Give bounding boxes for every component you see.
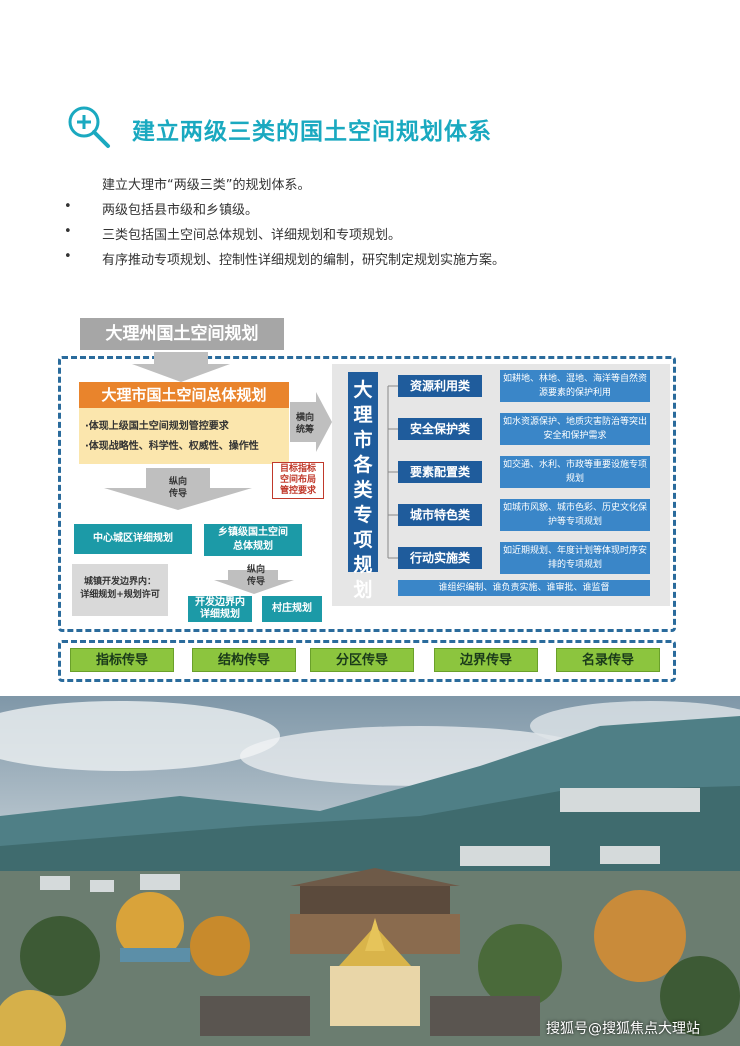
down-arrow-icon <box>132 352 230 382</box>
category-action: 行动实施类 <box>398 547 482 569</box>
master-plan-title: 大理市国土空间总体规划 <box>79 382 289 408</box>
category-resource: 资源利用类 <box>398 375 482 397</box>
category-desc: 如城市风貌、城市色彩、历史文化保护等专项规划 <box>500 499 650 531</box>
township-plan: 乡镇级国土空间总体规划 <box>204 524 302 556</box>
right-arrow-icon <box>290 392 332 452</box>
category-desc: 如耕地、林地、湿地、海洋等自然资源要素的保护利用 <box>500 370 650 402</box>
bullet-dot: • <box>64 224 72 239</box>
category-features: 城市特色类 <box>398 504 482 526</box>
village-plan: 村庄规划 <box>262 596 322 622</box>
transmission-zoning: 分区传导 <box>310 648 414 672</box>
bullet-dot: • <box>64 199 72 214</box>
page-title: 建立两级三类的国土空间规划体系 <box>132 119 492 145</box>
list-item: •两级包括县市级和乡镇级。 <box>64 199 259 218</box>
intro-text: 建立大理市“两级三类”的规划体系。 <box>102 178 311 193</box>
transmission-frame <box>58 640 676 682</box>
vertical-transmission-label: 纵向传导 <box>246 565 265 587</box>
category-desc: 如近期规划、年度计划等体现时序安排的专项规划 <box>500 542 650 574</box>
master-plan-line: ·体现上级国土空间规划管控要求 <box>85 421 229 432</box>
system-frame <box>58 356 676 632</box>
red-note: 目标指标空间布局管控要求 <box>272 462 324 499</box>
central-detail-plan: 中心城区详细规划 <box>74 524 192 554</box>
special-plans-title: 大理市 各类专 项规划 <box>348 372 378 601</box>
category-desc: 如交通、水利、市政等重要设施专项规划 <box>500 456 650 488</box>
planning-system-diagram: 大理州国土空间规划 大理市国土空间总体规划 ·体现上级国土空间规划管控要求 ·体… <box>58 318 678 688</box>
responsibility-bar: 谁组织编制、谁负责实施、谁审批、谁监督 <box>398 580 650 596</box>
horizontal-coordination-label: 横向统筹 <box>295 413 314 435</box>
category-safety: 安全保护类 <box>398 418 482 440</box>
down-arrow-icon <box>104 468 252 510</box>
list-item: •三类包括国土空间总体规划、详细规划和专项规划。 <box>64 224 402 243</box>
master-plan-box: 大理市国土空间总体规划 ·体现上级国土空间规划管控要求 ·体现战略性、科学性、权… <box>79 382 289 464</box>
city-mountain-illustration <box>0 696 740 1046</box>
watermark: 搜狐号@搜狐焦点大理站 <box>546 1021 700 1037</box>
bullet-list: •两级包括县市级和乡镇级。 •三类包括国土空间总体规划、详细规划和专项规划。 •… <box>64 199 505 274</box>
dev-boundary-detail-plan: 开发边界内详细规划 <box>188 596 252 622</box>
transmission-list: 名录传导 <box>556 648 660 672</box>
transmission-indicator: 指标传导 <box>70 648 174 672</box>
vertical-transmission-label: 纵向传导 <box>168 477 187 499</box>
bullet-dot: • <box>64 249 72 264</box>
transmission-boundary: 边界传导 <box>434 648 538 672</box>
search-icon <box>68 106 110 148</box>
flow-arrows <box>104 352 332 594</box>
list-item: •有序推动专项规划、控制性详细规划的编制，研究制定规划实施方案。 <box>64 249 506 268</box>
landscape-photo: 搜狐号@搜狐焦点大理站 <box>0 696 740 1046</box>
down-arrow-icon <box>214 570 294 594</box>
category-elements: 要素配置类 <box>398 461 482 483</box>
prefecture-plan-banner: 大理州国土空间规划 <box>80 318 284 350</box>
master-plan-line: ·体现战略性、科学性、权威性、操作性 <box>85 441 259 452</box>
category-desc: 如水资源保护、地质灾害防治等突出安全和保护需求 <box>500 413 650 445</box>
urban-boundary-note: 城镇开发边界内：详细规划+规划许可 <box>72 564 168 616</box>
transmission-structure: 结构传导 <box>192 648 296 672</box>
